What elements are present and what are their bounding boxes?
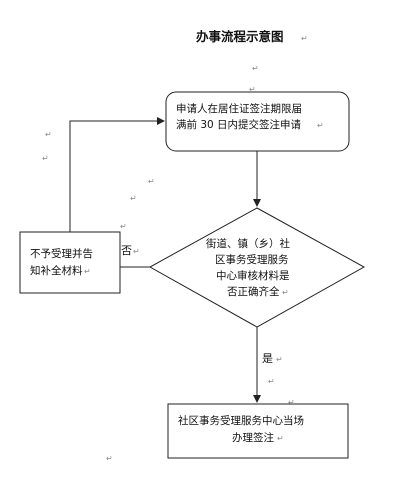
paragraph-mark: ↵ <box>288 398 295 407</box>
paragraph-mark: ↵ <box>282 288 289 297</box>
paragraph-mark: ↵ <box>301 34 308 43</box>
paragraph-mark: ↵ <box>133 247 140 256</box>
paragraph-mark: ↵ <box>249 85 256 94</box>
paragraph-mark: ↵ <box>148 177 155 186</box>
review-node-line1: 街道、镇（乡）社 <box>206 237 290 250</box>
paragraph-mark: ↵ <box>84 267 91 276</box>
edge-reject-to-apply <box>69 117 165 232</box>
apply-node: 申请人在居住证签注期限届 满前 30 日内提交签注申请 ↵ <box>165 91 350 152</box>
edge-label-no: 否 <box>121 244 132 257</box>
reject-node-line1: 不予受理并告 <box>30 247 93 260</box>
diagram-title: 办事流程示意图 <box>196 29 284 44</box>
apply-node-line1: 申请人在居住证签注期限届 <box>176 102 302 115</box>
review-node-diamond <box>148 207 366 328</box>
paragraph-mark: ↵ <box>277 434 284 443</box>
review-node-line4: 否正确齐全 <box>227 285 280 298</box>
approve-node-line2: 办理签注 <box>232 431 274 444</box>
review-node-line3: 中心审核材料是 <box>216 269 290 282</box>
paragraph-mark: ↵ <box>120 222 127 231</box>
paragraph-mark: ↵ <box>268 377 275 386</box>
paragraph-mark: ↵ <box>276 355 283 364</box>
paragraph-mark: ↵ <box>130 194 137 203</box>
edge-label-yes: 是 <box>262 352 273 365</box>
reject-node: 不予受理并告 知补全材料 ↵ <box>19 231 121 294</box>
approve-node-line1: 社区事务受理服务中心当场 <box>178 414 304 427</box>
paragraph-mark: ↵ <box>317 121 324 130</box>
approve-node: 社区事务受理服务中心当场 办理签注 ↵ <box>167 403 349 459</box>
reject-node-box <box>19 231 121 294</box>
paragraph-mark: ↵ <box>42 154 49 163</box>
review-node-line2: 区事务受理服务 <box>215 253 289 266</box>
approve-node-box <box>167 403 349 459</box>
apply-node-line2: 满前 30 日内提交签注申请 <box>176 118 302 131</box>
paragraph-mark: ↵ <box>106 454 113 463</box>
paragraph-mark: ↵ <box>252 64 259 73</box>
paragraph-mark: ↵ <box>45 130 52 139</box>
reject-node-line2: 知补全材料 <box>30 264 83 277</box>
review-node: 街道、镇（乡）社 区事务受理服务 中心审核材料是 否正确齐全 ↵ <box>148 207 366 328</box>
